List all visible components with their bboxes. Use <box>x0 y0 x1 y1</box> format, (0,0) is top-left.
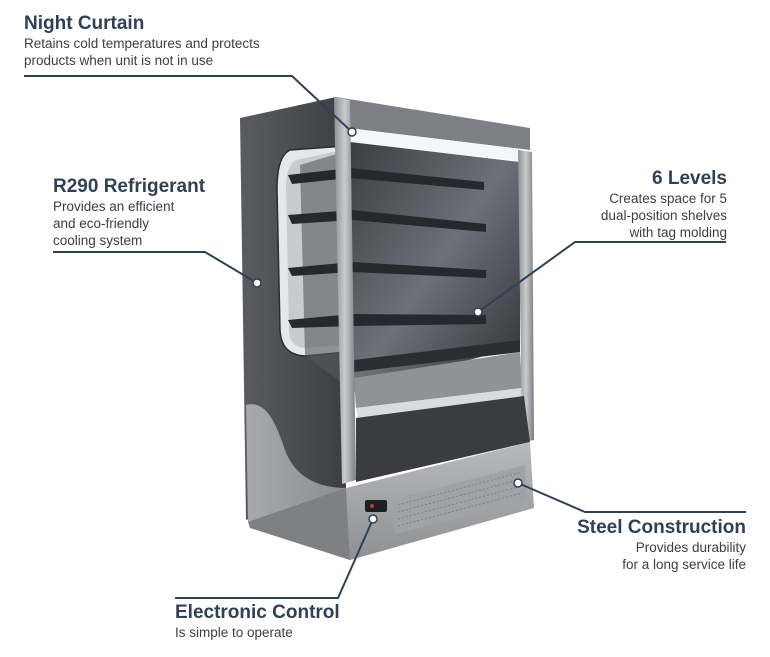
anchor-dots <box>252 127 523 524</box>
anchor-dot-levels <box>473 307 483 317</box>
callout-description: Provides durability for a long service l… <box>622 540 746 572</box>
callout-title: R290 Refrigerant <box>53 176 206 197</box>
anchor-dot-night-curtain <box>347 127 357 137</box>
cabinet-base <box>248 442 534 560</box>
leader-levels <box>477 241 726 313</box>
callout-description: Provides an efficient and eco-friendly c… <box>53 199 175 248</box>
front-pillars <box>334 97 534 484</box>
leader-lines <box>24 75 746 599</box>
callout-title: 6 Levels <box>652 168 727 189</box>
callout-night-curtain: Night Curtain Retains cold temperatures … <box>24 13 324 69</box>
anchor-dot-electronic <box>368 514 378 524</box>
callout-steel-construction: Steel Construction Provides durability f… <box>540 517 746 573</box>
callout-electronic-control: Electronic Control Is simple to operate <box>175 602 435 641</box>
callout-description: Creates space for 5 dual-position shelve… <box>600 191 727 240</box>
callout-title: Electronic Control <box>175 602 340 623</box>
callout-title: Night Curtain <box>24 13 145 34</box>
anchor-dot-steel <box>513 478 523 488</box>
leader-electronic <box>175 518 374 599</box>
control-display <box>365 500 387 512</box>
leader-night-curtain <box>24 75 353 133</box>
callout-description: Is simple to operate <box>175 625 293 640</box>
callout-description: Retains cold temperatures and protects p… <box>24 36 260 68</box>
callout-r290-refrigerant: R290 Refrigerant Provides an efficient a… <box>53 176 253 249</box>
anchor-dot-r290 <box>252 278 262 288</box>
callout-title: Steel Construction <box>577 517 746 538</box>
leader-steel <box>517 482 746 513</box>
front-lower-panel <box>356 396 530 482</box>
leader-r290 <box>53 251 258 284</box>
callout-6-levels: 6 Levels Creates space for 5 dual-positi… <box>520 168 727 241</box>
